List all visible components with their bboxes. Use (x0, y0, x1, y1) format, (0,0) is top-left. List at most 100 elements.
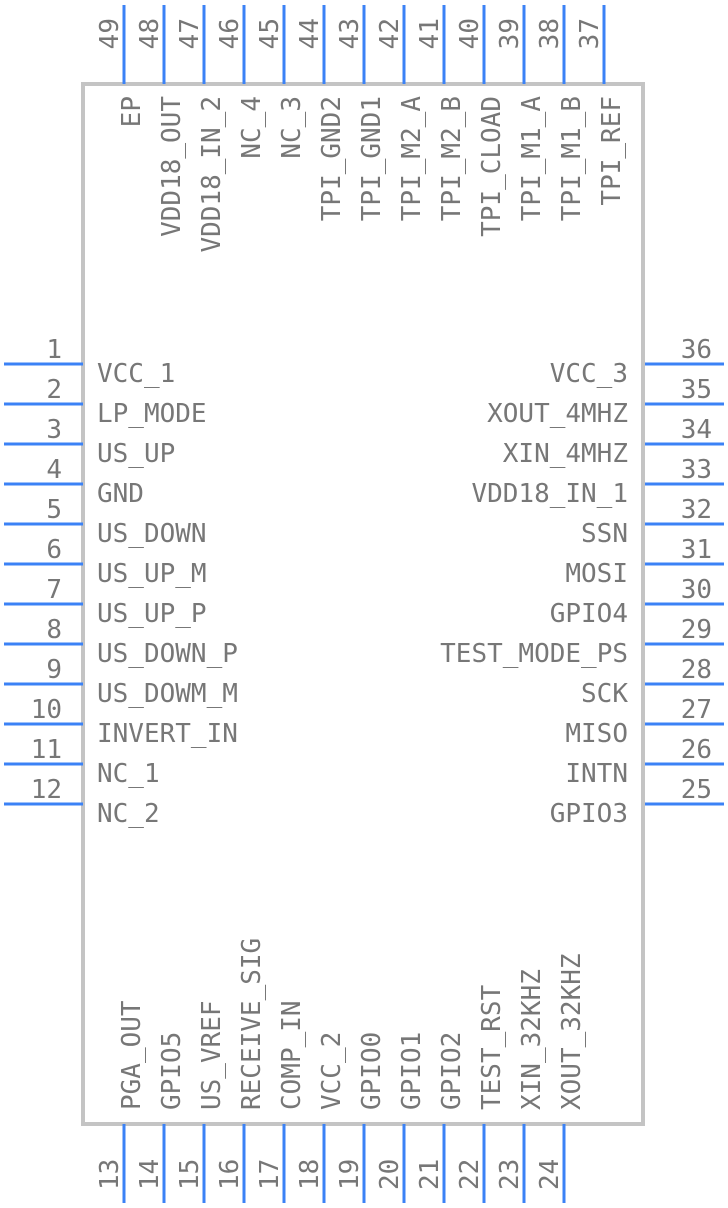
pin-name: US_UP_M (97, 559, 207, 589)
pin-number: 33 (681, 455, 712, 485)
pin-name: RECEIVE_SIG (237, 938, 267, 1110)
ic-body-outline (81, 82, 645, 1126)
left-pin-3: 3US_UP (4, 415, 175, 469)
pin-number: 3 (46, 415, 62, 445)
pin-name: GPIO3 (550, 799, 628, 829)
pin-name: US_UP (97, 439, 175, 469)
pin-number: 45 (255, 18, 285, 49)
pin-number: 27 (681, 695, 712, 725)
pin-number: 35 (681, 375, 712, 405)
pin-number: 12 (31, 775, 62, 805)
pin-number: 42 (375, 18, 405, 49)
pin-number: 46 (215, 18, 245, 49)
pin-number: 2 (46, 375, 62, 405)
pin-number: 25 (681, 775, 712, 805)
pin-name: VCC_1 (97, 359, 175, 389)
pin-name: US_DOWN (97, 519, 207, 549)
right-pin-group: 36VCC_335XOUT_4MHZ34XIN_4MHZ33VDD18_IN_1… (440, 335, 724, 829)
pin-name: US_DOWN_P (97, 639, 238, 669)
pin-name: US_VREF (197, 1000, 227, 1110)
pin-name: TPI_GND1 (357, 96, 387, 221)
pin-name: MOSI (565, 559, 628, 589)
pin-name: TEST_RST (477, 984, 507, 1110)
pin-name: VCC_3 (550, 359, 628, 389)
left-pin-8: 8US_DOWN_P (4, 615, 238, 669)
pin-name: EP (117, 96, 147, 127)
pin-name: NC_4 (237, 96, 267, 159)
bottom-pin-24: 24 XOUT_32KHZ (535, 953, 587, 1203)
top-pin-group: 49EP48VDD18_OUT47VDD18_IN_246NC_445NC_34… (95, 5, 627, 253)
pin-name: XOUT_32KHZ (557, 953, 587, 1110)
pin-name: GPIO4 (550, 599, 628, 629)
pin-number: 47 (175, 18, 205, 49)
pin-name: XIN_4MHZ (503, 439, 628, 469)
pin-name: INVERT_IN (97, 719, 238, 749)
pin-number: 37 (575, 18, 605, 49)
pin-number: 41 (415, 18, 445, 49)
left-pin-9: 9US_DOWM_M (4, 655, 238, 709)
pin-name: COMP_IN (277, 1000, 307, 1110)
pin-name: GPIO0 (357, 1032, 387, 1110)
pin-name: TPI_M1_A (517, 96, 547, 222)
pin-number: 24 (535, 1159, 565, 1190)
pin-name: SCK (581, 679, 628, 709)
pin-number: 43 (335, 18, 365, 49)
bottom-pin-13: 13 PGA_OUT (95, 1000, 147, 1203)
pin-name: GPIO5 (157, 1032, 187, 1110)
pin-number: 36 (681, 335, 712, 365)
pin-number: 10 (31, 695, 62, 725)
left-pin-5: 5US_DOWN (4, 495, 207, 549)
pin-name: TPI_M2_B (437, 96, 467, 221)
pin-name: GPIO2 (437, 1032, 467, 1110)
left-pin-7: 7US_UP_P (4, 575, 207, 629)
bottom-pin-group: 13 PGA_OUT 14 GPIO5 15 US_VREF16RECEIVE_SIG17… (95, 938, 587, 1203)
bottom-pin-15: 15 US_VREF (175, 1000, 227, 1203)
pin-name: XOUT_4MHZ (487, 399, 628, 429)
pin-name: XIN_32KHZ (517, 969, 547, 1110)
pin-number: 31 (681, 535, 712, 565)
pin-name: TPI_M1_B (557, 96, 587, 221)
pin-number: 29 (681, 615, 712, 645)
pin-name: PGA_OUT (117, 1000, 147, 1110)
pin-name: TPI_CLOAD (477, 96, 507, 237)
pin-name: TPI_REF (597, 96, 627, 206)
pin-name: TPI_M2_A (397, 96, 427, 222)
pin-name: US_DOWM_M (97, 679, 238, 709)
pin-number: 40 (455, 18, 485, 49)
pin-number: 14 (135, 1159, 165, 1190)
pin-number: 5 (46, 495, 62, 525)
pin-number: 15 (175, 1159, 205, 1190)
pin-number: 13 (95, 1159, 125, 1190)
pin-name: SSN (581, 519, 628, 549)
pin-number: 11 (31, 735, 62, 765)
pin-number: 49 (95, 18, 125, 49)
pin-name: VDD18_OUT (157, 96, 187, 237)
pin-number: 34 (681, 415, 712, 445)
pin-name: TPI_GND2 (317, 96, 347, 221)
